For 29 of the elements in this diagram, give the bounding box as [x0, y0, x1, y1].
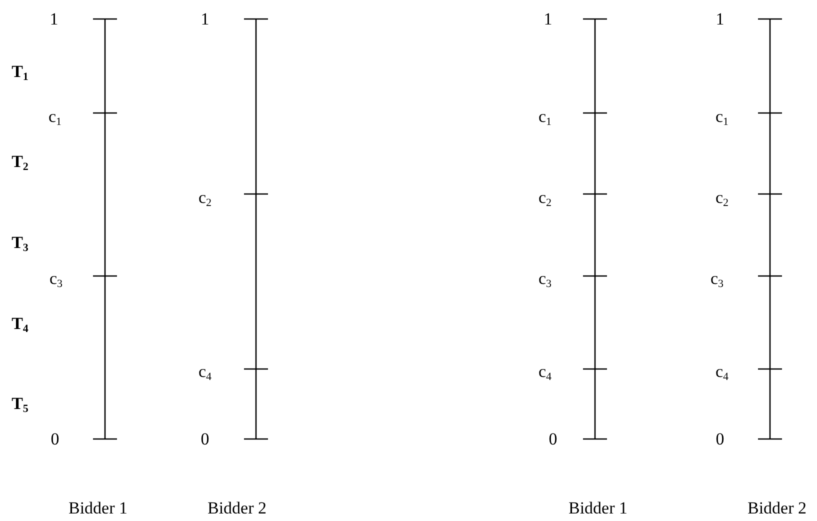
tick-label: 1 [50, 10, 58, 28]
interval-label: T$_{4}$ [12, 315, 28, 335]
tick-label: 0 [716, 430, 724, 448]
interval-label: T$_{5}$ [12, 395, 28, 415]
tick-label: c$_{4}$ [715, 363, 729, 383]
tick-label: 0 [50, 430, 60, 448]
tick-label: c$_{4}$ [538, 363, 552, 383]
tick-label: c$_{2}$ [538, 189, 552, 209]
tick-label: c$_{1}$ [715, 108, 729, 128]
tick-label: c$_{4}$ [198, 363, 212, 383]
tick-label: 1 [544, 10, 552, 28]
axis-caption: Bidder 2 [207, 500, 267, 516]
axis-caption: Bidder 2 [747, 500, 807, 516]
tick-label: c$_{3}$ [49, 270, 63, 290]
tick-label: c$_{3}$ [710, 270, 724, 290]
tick-label: 0 [200, 430, 210, 448]
tick-label: c$_{3}$ [538, 270, 552, 290]
interval-label: T$_{1}$ [12, 63, 28, 83]
tick-label: c$_{1}$ [538, 108, 552, 128]
tick-label: 1 [200, 10, 210, 28]
tick-label: 0 [548, 430, 558, 448]
interval-label: T$_{2}$ [12, 153, 28, 173]
tick-label: c$_{2}$ [715, 189, 729, 209]
interval-label: T$_{3}$ [12, 234, 28, 254]
axis-caption: Bidder 1 [68, 500, 128, 516]
tick-label: c$_{2}$ [198, 189, 212, 209]
axis-caption: Bidder 1 [568, 500, 628, 516]
tick-label: c$_{1}$ [48, 108, 62, 128]
tick-label: 1 [716, 10, 724, 28]
